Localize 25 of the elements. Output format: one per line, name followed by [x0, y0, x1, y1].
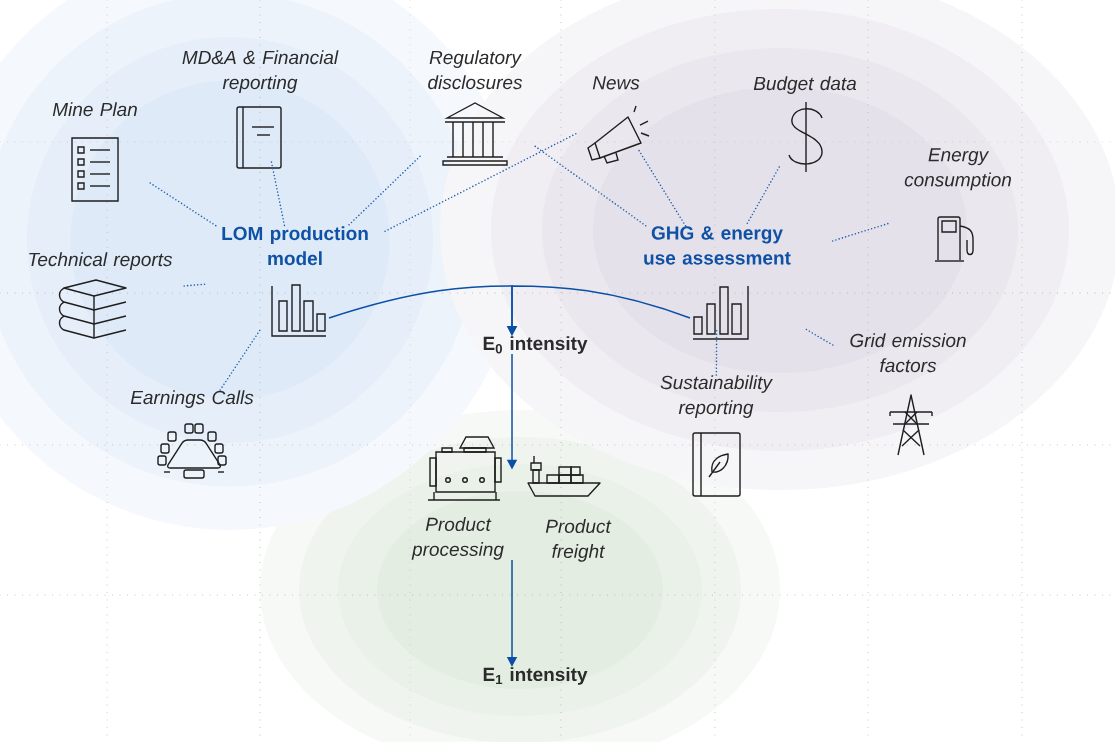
leader-line: [270, 161, 286, 227]
leader-line: [149, 182, 218, 227]
leader-line: [534, 145, 647, 227]
leader-line: [219, 327, 262, 391]
source-label: News: [592, 76, 640, 90]
leader-line: [638, 149, 687, 227]
source-label: Technical reports: [29, 252, 173, 270]
assessment-label: LOM production model: [222, 226, 368, 266]
leader-line: [381, 133, 577, 234]
intensity-label: E$_{0}$ intensity: [483, 336, 588, 354]
source-label: Product freight: [545, 519, 612, 562]
source-label: Mine Plan: [52, 102, 137, 117]
source-label: Product processing: [411, 517, 504, 560]
leader-line: [347, 155, 421, 227]
intensity-label: E$_{1}$ intensity: [483, 667, 588, 685]
source-label: Sustainability reporting: [660, 375, 773, 418]
source-label: MD&A & Financial reporting: [182, 50, 339, 93]
source-label: Regulatory disclosures: [428, 50, 523, 90]
source-label: Budget data: [753, 76, 857, 94]
assessment-label: GHG & energy use assessment: [644, 226, 791, 265]
leader-line: [715, 327, 718, 376]
source-label: Energy consumption: [904, 148, 1011, 191]
source-label: Grid emission factors: [850, 333, 966, 373]
source-label: Earnings Calls: [130, 390, 254, 408]
leader-line: [745, 166, 780, 227]
